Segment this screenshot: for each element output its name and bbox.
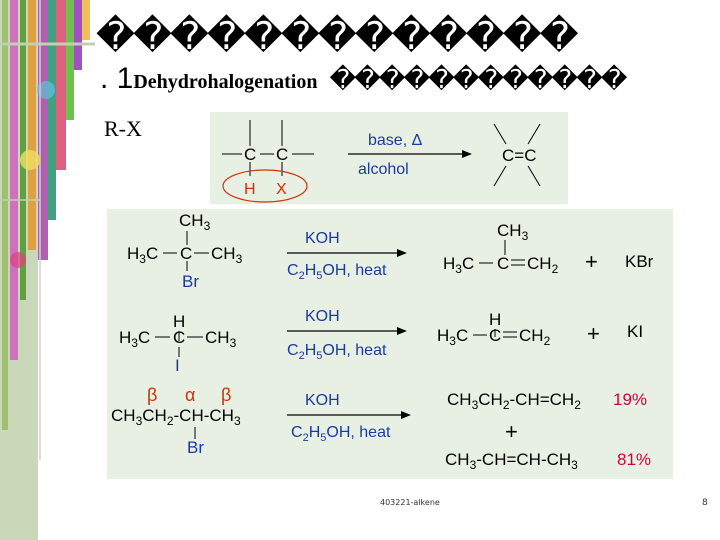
r2-i: I <box>175 356 180 375</box>
r3-beta-2: β <box>221 385 231 405</box>
atom-h: H <box>244 181 256 198</box>
r1-reagent-bottom: C2H5OH, heat <box>287 262 387 282</box>
atom-x: X <box>276 181 287 198</box>
elimination-circle <box>222 169 308 203</box>
reaction-2: H H3C C CH3 I KOH C2H5OH, heat H H3C C C… <box>119 308 643 375</box>
r1-ch3-right: CH3 <box>211 244 243 266</box>
r1-br: Br <box>182 272 199 291</box>
r3-product-1: CH3CH2-CH=CH2 <box>447 390 581 412</box>
r1-prod-ch2: CH2 <box>527 254 559 276</box>
section-name: Dehydrohalogenation <box>133 71 318 93</box>
footer-code: 403221-alkene <box>380 498 440 507</box>
r1-c-center: C <box>180 244 192 263</box>
section-tail: ������������ <box>329 65 627 95</box>
r2-prod-h3c: H3C <box>437 326 468 348</box>
r3-alpha: α <box>185 385 195 405</box>
r3-product-2: CH3-CH=CH-CH3 <box>445 450 578 472</box>
r2-ch3-right: CH3 <box>205 328 237 350</box>
r3-reagent-top: KOH <box>305 392 340 409</box>
r3-reagent-bottom: C2H5OH, heat <box>291 424 391 444</box>
section-number: . 1 <box>100 62 134 95</box>
reaction-1: CH3 H3C C CH3 Br KOH C2H5OH, heat CH3 H3… <box>127 211 654 291</box>
page-number: 8 <box>702 498 708 508</box>
r1-plus: + <box>585 249 598 274</box>
r1-reagent-top: KOH <box>305 230 340 247</box>
r1-byproduct: KBr <box>625 252 654 271</box>
rx-label: R-X <box>104 116 142 141</box>
r3-beta-1: β <box>147 385 157 405</box>
general-reaction-panel: C C H X base, Δ alcohol C=C <box>210 112 568 204</box>
r2-h3c: H3C <box>119 328 150 350</box>
r2-h: H <box>173 312 185 331</box>
r2-prod-c: C <box>489 326 501 345</box>
atom-c2: C <box>276 145 288 164</box>
r3-yield-2: 81% <box>617 450 651 469</box>
r2-prod-h: H <box>489 310 501 329</box>
r1-prod-ch3: CH3 <box>497 221 529 243</box>
r1-prod-h3c: H3C <box>443 254 474 276</box>
r2-byproduct: KI <box>627 322 643 341</box>
r1-prod-c: C <box>497 254 509 273</box>
examples-panel: CH3 H3C C CH3 Br KOH C2H5OH, heat CH3 H3… <box>107 209 673 479</box>
r2-c-center: C <box>173 328 185 347</box>
r1-ch3-top: CH3 <box>179 211 211 233</box>
r2-plus: + <box>587 321 600 346</box>
r2-reagent-bottom: C2H5OH, heat <box>287 342 387 362</box>
r2-reagent-top: KOH <box>305 308 340 325</box>
r3-br: Br <box>187 438 204 457</box>
r1-h3c: H3C <box>127 244 158 266</box>
general-product: C=C <box>502 146 536 165</box>
general-reagent-top: base, Δ <box>368 132 423 149</box>
slide-title: ������������� <box>96 14 579 58</box>
section-heading: . 1Dehydrohalogenation ������������ <box>100 62 627 96</box>
r3-reactant: CH3CH2-CH-CH3 <box>111 406 241 428</box>
r2-prod-ch2: CH2 <box>519 326 551 348</box>
reaction-3: β α β CH3CH2-CH-CH3 Br KOH C2H5OH, heat … <box>111 385 651 472</box>
r3-plus: + <box>505 419 518 444</box>
r3-yield-1: 19% <box>613 390 647 409</box>
general-reagent-bottom: alcohol <box>358 161 409 178</box>
atom-c1: C <box>244 145 256 164</box>
